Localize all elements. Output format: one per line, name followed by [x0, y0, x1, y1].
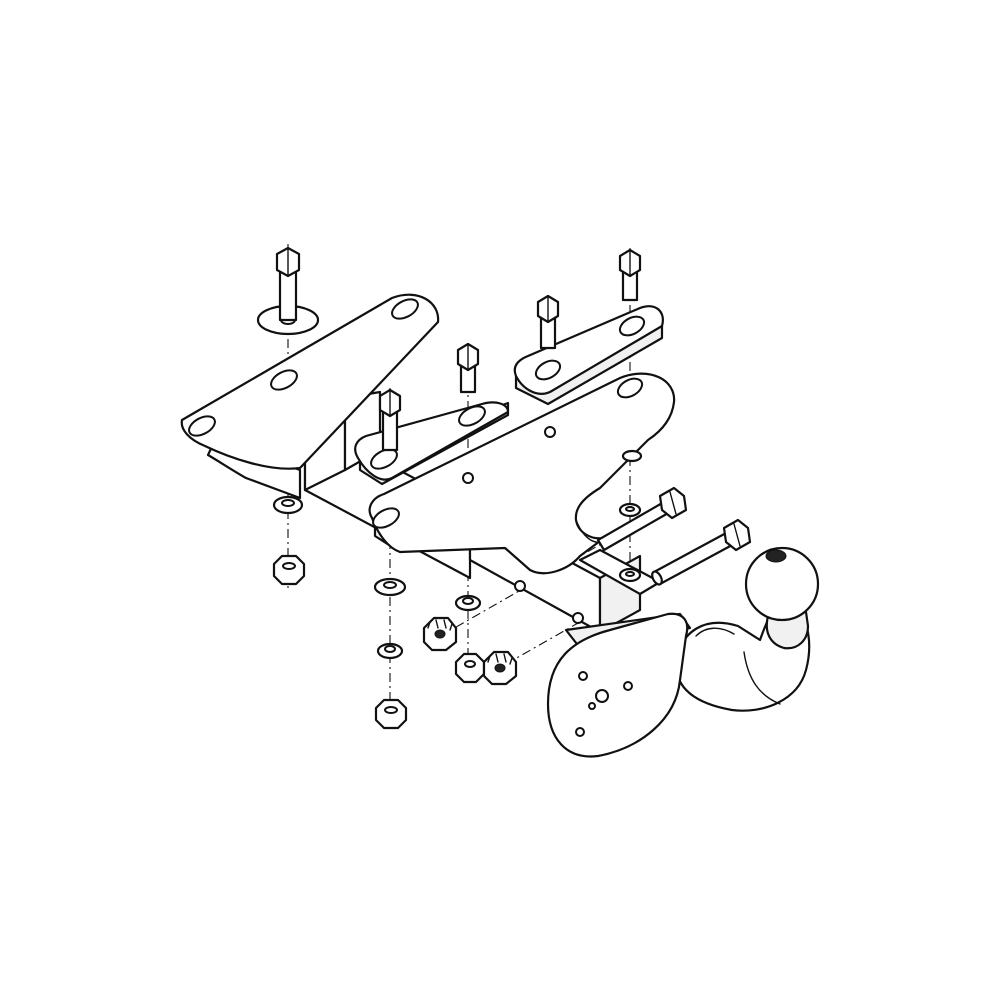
tow-ball-assembly	[674, 546, 820, 712]
vertical-bolts	[256, 246, 642, 452]
bolt-left	[256, 246, 320, 336]
bolt-right-inner	[536, 294, 560, 350]
washer-left	[272, 495, 304, 515]
tow-ball	[744, 546, 820, 622]
castle-nut-2	[482, 650, 518, 686]
castle-nuts	[422, 616, 518, 686]
bolt-center	[456, 342, 480, 394]
right-clamp-plate	[513, 305, 664, 406]
washer-right-upper	[618, 502, 642, 518]
right-mounting-bracket	[368, 372, 676, 575]
nut-center	[454, 652, 486, 684]
washer-right-top	[621, 449, 643, 463]
center-clamp-plate	[354, 401, 510, 486]
washer-right-lower	[618, 567, 642, 583]
washer-center-left-upper	[373, 577, 407, 597]
flange-plate	[546, 612, 692, 758]
washer-center-left-lower	[376, 642, 404, 660]
bolt-center-left	[378, 388, 402, 452]
washers	[272, 449, 643, 660]
nut-center-left	[374, 698, 408, 730]
cross-bolt-1	[596, 486, 688, 552]
axis-cross-bolt-2	[491, 527, 746, 673]
cross-bolt-2	[651, 518, 752, 586]
bolt-right-outer	[618, 248, 642, 302]
washer-center	[454, 594, 482, 612]
cross-bolts	[596, 486, 752, 586]
nut-left	[272, 554, 306, 586]
hex-nuts	[272, 554, 486, 730]
castle-nut-1	[422, 616, 458, 652]
